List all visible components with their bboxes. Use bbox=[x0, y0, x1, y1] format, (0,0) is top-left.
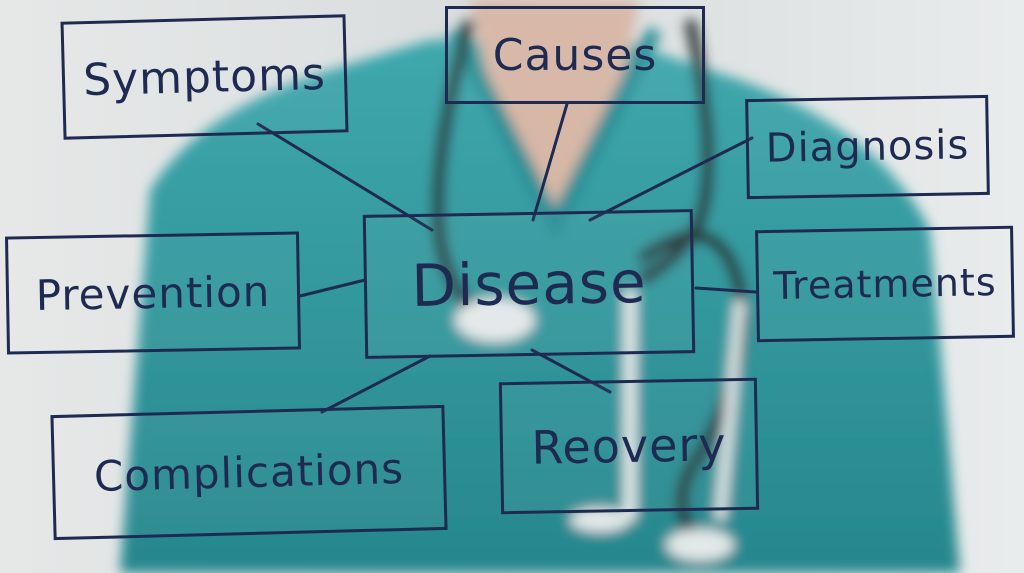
line-recovery-disease bbox=[530, 348, 612, 394]
node-symptoms: Symptoms bbox=[60, 14, 349, 140]
line-treatments-disease bbox=[694, 286, 758, 294]
node-prevention-label: Prevention bbox=[35, 266, 271, 320]
line-complications-disease bbox=[320, 354, 432, 414]
node-prevention: Prevention bbox=[4, 231, 302, 355]
line-causes-disease bbox=[531, 102, 569, 222]
node-treatments: Treatments bbox=[755, 225, 1015, 343]
node-complications: Complications bbox=[50, 404, 448, 541]
node-causes-label: Causes bbox=[492, 29, 658, 81]
node-disease-center: Disease bbox=[362, 209, 696, 359]
stethoscope-tube bbox=[432, 18, 493, 326]
node-disease-label: Disease bbox=[410, 247, 648, 321]
scrubs-torso bbox=[120, 40, 960, 573]
node-treatments-label: Treatments bbox=[773, 260, 997, 308]
neck-skin bbox=[470, 0, 640, 210]
node-recovery-label: Reovery bbox=[531, 417, 727, 475]
node-complications-label: Complications bbox=[93, 443, 405, 502]
node-diagnosis: Diagnosis bbox=[745, 94, 990, 200]
node-symptoms-label: Symptoms bbox=[82, 48, 327, 106]
line-prevention-disease bbox=[298, 278, 367, 298]
connector-lines bbox=[256, 102, 758, 414]
line-diagnosis-disease bbox=[588, 136, 754, 222]
node-recovery: Reovery bbox=[498, 377, 760, 515]
line-symptoms-disease bbox=[256, 122, 434, 232]
node-diagnosis-label: Diagnosis bbox=[765, 122, 970, 172]
node-causes: Causes bbox=[445, 6, 705, 104]
